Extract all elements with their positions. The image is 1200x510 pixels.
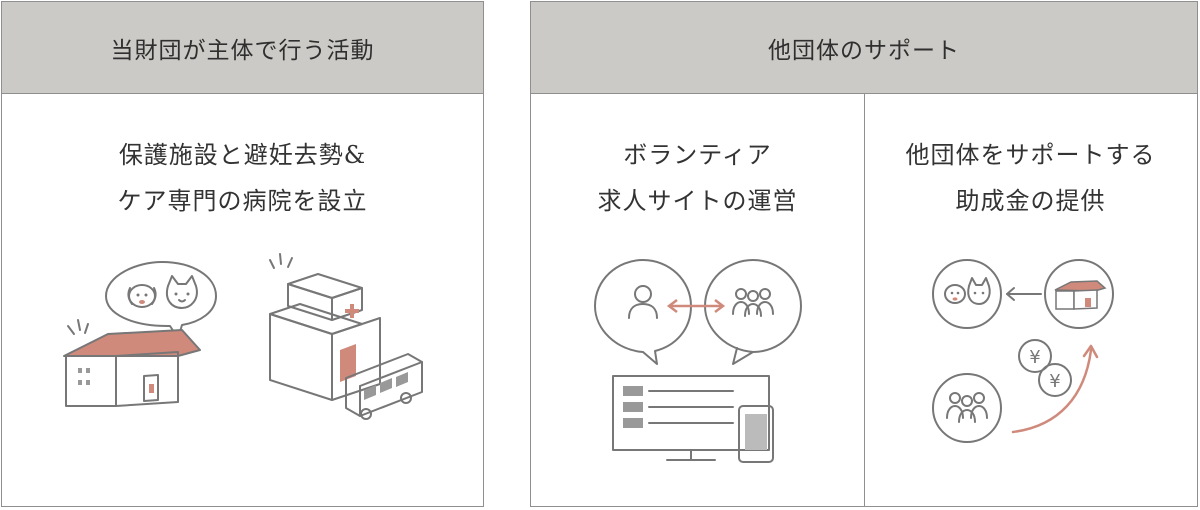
hospital-building-icon	[269, 273, 381, 401]
grant-column: 他団体をサポートする 助成金の提供	[865, 94, 1196, 506]
caption-line-1: ボランティア	[623, 141, 772, 169]
caption-line-1: 保護施設と避妊去勢&	[118, 141, 367, 169]
speech-bubble-icon	[704, 259, 802, 365]
support-body: ボランティア 求人サイトの運営	[531, 94, 1197, 506]
group-icon	[732, 288, 774, 317]
person-icon	[628, 285, 658, 319]
arrow-left-icon	[1006, 287, 1042, 301]
caption-line-1: 他団体をサポートする	[905, 141, 1156, 169]
hospital-illustration	[269, 253, 423, 420]
cat-face-icon	[967, 277, 991, 305]
bidirectional-arrow-icon	[666, 299, 726, 313]
smartphone-icon	[738, 405, 774, 463]
support-panel: 他団体のサポート ボランティア 求人サイトの運営	[530, 1, 1198, 507]
caption-line-2: 求人サイトの運営	[597, 187, 798, 215]
speech-bubble-icon	[594, 259, 692, 365]
monitor-icon	[612, 375, 770, 461]
volunteer-illustration	[594, 259, 802, 463]
support-header: 他団体のサポート	[531, 2, 1197, 94]
own-activities-panel: 当財団が主体で行う活動 保護施設と避妊去勢& ケア専門の病院を設立	[1, 1, 484, 507]
spark-icon	[269, 253, 293, 269]
own-activities-header: 当財団が主体で行う活動	[2, 2, 483, 94]
cat-face-icon	[166, 275, 198, 309]
yen-coin-icon: ¥	[1038, 363, 1072, 397]
shelter-building-icon	[63, 329, 201, 407]
yen-symbol: ¥	[1049, 371, 1060, 392]
volunteer-caption: ボランティア 求人サイトの運営	[531, 132, 864, 224]
group-icon	[946, 392, 988, 423]
dog-face-icon	[944, 284, 966, 304]
grant-caption: 他団体をサポートする 助成金の提供	[865, 132, 1196, 224]
dog-face-icon	[127, 284, 157, 308]
yen-coin-icon: ¥	[1018, 339, 1052, 373]
caption-line-2: ケア専門の病院を設立	[117, 187, 368, 215]
grant-illustration: ¥ ¥	[932, 259, 1114, 443]
shelter-building-icon	[1054, 280, 1107, 310]
own-activities-body: 保護施設と避妊去勢& ケア専門の病院を設立	[2, 94, 483, 506]
curved-arrow-icon	[1011, 344, 1099, 434]
speech-bubble-icon	[105, 261, 217, 339]
caption-line-2: 助成金の提供	[955, 187, 1106, 215]
bus-icon	[345, 353, 423, 420]
yen-symbol: ¥	[1029, 347, 1040, 368]
shelter-illustration	[63, 261, 217, 407]
shelter-hospital-caption: 保護施設と避妊去勢& ケア専門の病院を設立	[2, 132, 483, 224]
spark-icon	[67, 319, 89, 335]
volunteer-site-column: ボランティア 求人サイトの運営	[531, 94, 865, 506]
medical-cross-icon	[345, 304, 359, 318]
